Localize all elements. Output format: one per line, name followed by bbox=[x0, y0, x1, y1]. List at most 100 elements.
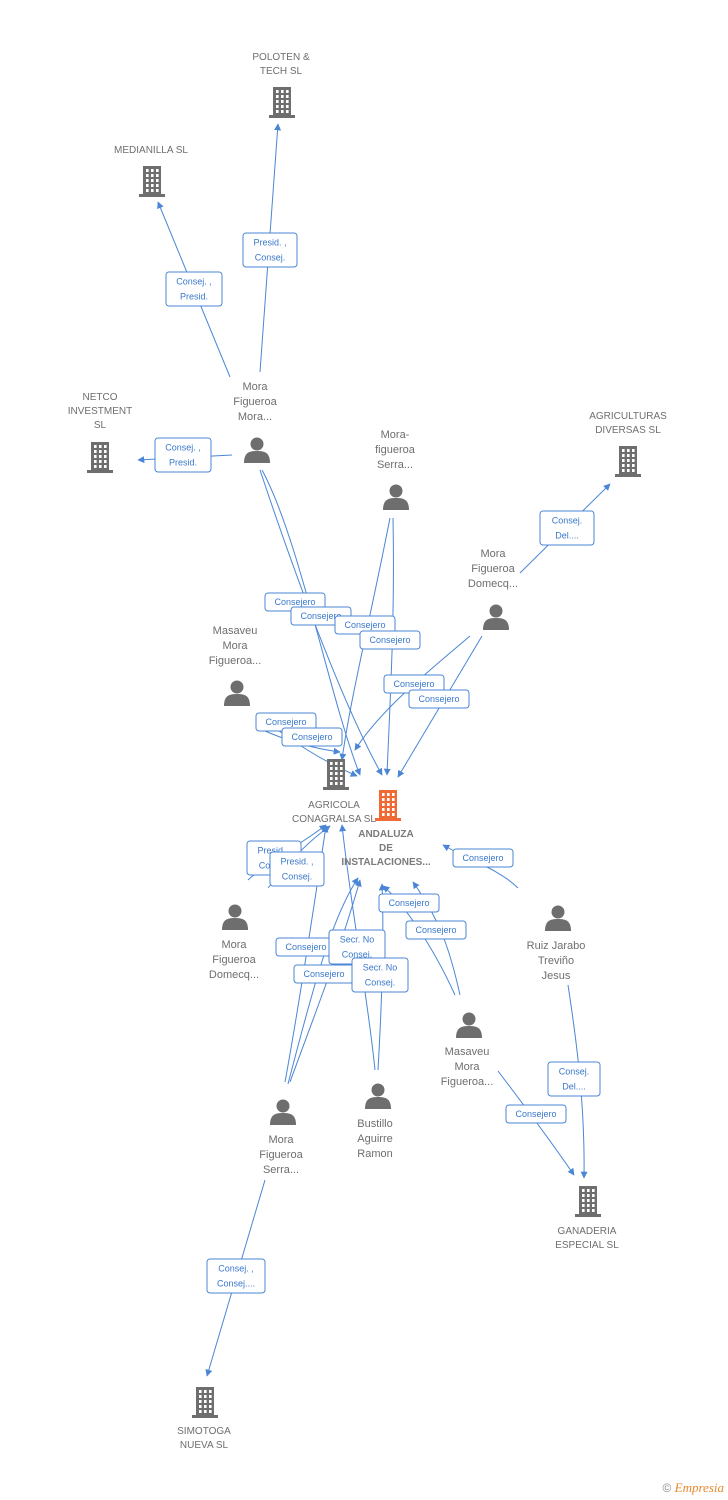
building-icon-window bbox=[335, 782, 338, 785]
node-p_mfd1[interactable]: MoraFigueroaDomecq... bbox=[468, 548, 518, 630]
building-icon-window bbox=[94, 450, 97, 453]
building-icon-window bbox=[104, 450, 107, 453]
footer-brand[interactable]: © Empresia bbox=[662, 1480, 724, 1496]
building-icon bbox=[323, 759, 349, 790]
node-p_mfs2[interactable]: MoraFigueroaSerra... bbox=[259, 1099, 304, 1177]
edge-label-text: Consej.... bbox=[217, 1279, 255, 1289]
person-icon-head bbox=[250, 437, 264, 451]
edge-label[interactable]: Consejero bbox=[452, 848, 514, 868]
edge-label-text: Consejero bbox=[462, 853, 503, 863]
building-icon-window bbox=[632, 449, 635, 452]
edge-label-text: Consej. , bbox=[218, 1264, 254, 1274]
building-icon-window bbox=[387, 808, 390, 811]
building-icon-window bbox=[281, 105, 284, 108]
edge-label[interactable]: Consejero bbox=[408, 689, 470, 709]
edge-label[interactable]: Consej. , Consej.... bbox=[206, 1258, 266, 1294]
person-icon-body bbox=[222, 918, 248, 930]
node-label: NETCO bbox=[83, 392, 118, 403]
building-icon-window bbox=[340, 782, 343, 785]
building-icon bbox=[375, 790, 401, 821]
edge-label[interactable]: Presid. ,Consej. bbox=[242, 232, 298, 268]
building-icon-window bbox=[627, 464, 630, 467]
building-icon-window bbox=[622, 449, 625, 452]
building-icon-window bbox=[99, 445, 102, 448]
building-icon bbox=[269, 87, 295, 118]
node-p_mmf1[interactable]: MasaveuMoraFigueroa... bbox=[209, 625, 262, 706]
edge-label-text: Del.... bbox=[562, 1082, 586, 1092]
building-icon-window bbox=[286, 100, 289, 103]
person-icon bbox=[456, 1012, 482, 1038]
person-icon bbox=[483, 604, 509, 630]
edge-label-text: Consej. bbox=[342, 950, 373, 960]
building-icon-window bbox=[387, 798, 390, 801]
node-label: Figueroa bbox=[233, 396, 277, 408]
edge-label-text: Presid. bbox=[169, 458, 197, 468]
building-icon-window bbox=[94, 460, 97, 463]
building-icon-window bbox=[146, 174, 149, 177]
building-icon-window bbox=[387, 803, 390, 806]
person-icon-head bbox=[389, 484, 403, 498]
edge-label[interactable]: Consejero bbox=[275, 937, 337, 957]
edge-label-box bbox=[452, 848, 514, 868]
building-icon-window bbox=[587, 1209, 590, 1212]
building-icon-window bbox=[199, 1400, 202, 1403]
edge-label-text: Consejero bbox=[285, 942, 326, 952]
edge-label[interactable]: Consejero bbox=[505, 1104, 567, 1124]
building-icon-base bbox=[323, 787, 349, 790]
person-icon-body bbox=[456, 1026, 482, 1038]
building-icon-window bbox=[281, 95, 284, 98]
edge-label[interactable]: Consejero bbox=[378, 893, 440, 913]
edge-label[interactable]: Consej. ,Presid. bbox=[165, 271, 223, 307]
building-icon-window bbox=[151, 169, 154, 172]
edge-label[interactable]: Presid. ,Consej. bbox=[269, 851, 325, 887]
building-icon-window bbox=[392, 798, 395, 801]
node-p_mfm1[interactable]: MoraFigueroaMora... bbox=[233, 381, 278, 463]
node-label: Figueroa bbox=[212, 954, 256, 966]
person-icon-head bbox=[551, 905, 565, 919]
building-icon-window bbox=[582, 1204, 585, 1207]
edge-label-box bbox=[539, 510, 595, 546]
node-p_mmf2[interactable]: MasaveuMoraFigueroa... bbox=[441, 1012, 494, 1089]
person-icon-head bbox=[462, 1012, 476, 1026]
edge-label[interactable]: Consej.Del.... bbox=[539, 510, 595, 546]
node-p_mfs1[interactable]: Mora-figueroaSerra... bbox=[375, 429, 416, 510]
building-icon-window bbox=[627, 459, 630, 462]
building-icon-window bbox=[582, 1209, 585, 1212]
building-icon-base bbox=[575, 1214, 601, 1217]
building-icon-window bbox=[392, 803, 395, 806]
building-icon-window bbox=[627, 454, 630, 457]
node-label: POLOTEN & bbox=[252, 52, 310, 63]
edge-label[interactable]: Consejero bbox=[359, 630, 421, 650]
edge-label-text: Del.... bbox=[555, 531, 579, 541]
node-medianilla[interactable]: MEDIANILLA SL bbox=[114, 145, 188, 197]
node-andaluza[interactable]: ANDALUZADEINSTALACIONES... bbox=[341, 790, 431, 868]
node-label: Mora bbox=[480, 548, 506, 560]
node-label: SL bbox=[94, 420, 107, 431]
edge-label-box bbox=[154, 437, 212, 473]
node-label: Ruiz Jarabo bbox=[527, 940, 586, 952]
edge-line bbox=[383, 517, 394, 776]
edge-label[interactable]: Consejero bbox=[405, 920, 467, 940]
node-p_mfd2[interactable]: MoraFigueroaDomecq... bbox=[209, 904, 259, 982]
building-icon-window bbox=[592, 1189, 595, 1192]
edge-label-text: Consej. , bbox=[165, 443, 201, 453]
node-poloten[interactable]: POLOTEN &TECH SL bbox=[252, 52, 310, 118]
edge-label-text: Consejero bbox=[415, 925, 456, 935]
building-icon-window bbox=[340, 777, 343, 780]
person-icon-body bbox=[244, 451, 270, 463]
edge-label[interactable]: Consejero bbox=[293, 964, 355, 984]
edge-label[interactable]: Consejero bbox=[281, 727, 343, 747]
node-label: MEDIANILLA SL bbox=[114, 145, 188, 156]
edge-label[interactable]: Consej.Del.... bbox=[547, 1061, 601, 1097]
edge-label[interactable]: Consej. , Presid. bbox=[154, 437, 212, 473]
node-label: Domecq... bbox=[209, 969, 259, 981]
building-icon-window bbox=[209, 1395, 212, 1398]
